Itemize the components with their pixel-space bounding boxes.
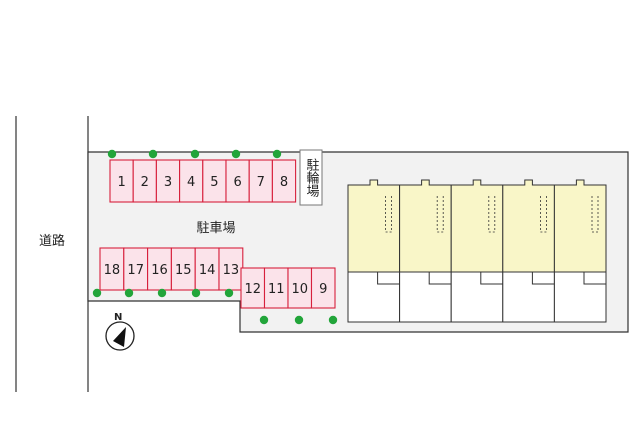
parking-space-number: 5 (210, 175, 218, 190)
tree (191, 288, 201, 298)
parking-row-bottom-right: 12 11 10 9 (240, 267, 336, 309)
parking-row-bottom-left: 18 17 16 15 14 13 (99, 247, 244, 291)
parking-space (271, 159, 297, 203)
tree (294, 315, 304, 325)
parking-space-number: 17 (127, 263, 144, 278)
unit-entrance (583, 271, 607, 285)
unit-interior-outline (436, 196, 444, 233)
unit-interior-outline (385, 196, 393, 233)
tree (190, 149, 200, 159)
tree (107, 149, 117, 159)
parking-space-number: 3 (164, 175, 172, 190)
parking-space-number: 14 (199, 263, 216, 278)
north-compass: N (105, 312, 135, 351)
compass-north-label: N (114, 312, 122, 323)
parking-space-number: 13 (223, 263, 240, 278)
parking-space-number: 11 (268, 282, 285, 297)
tree (92, 288, 102, 298)
unit-entrance (428, 271, 452, 285)
parking-space-number: 2 (141, 175, 149, 190)
tree (124, 288, 134, 298)
parking-lot-label: 駐車場 (196, 221, 235, 236)
unit-interior-outline (540, 196, 547, 233)
unit-interior-outline (591, 196, 599, 233)
parking-space-number: 15 (175, 263, 192, 278)
parking-space-number: 12 (244, 282, 261, 297)
trees (92, 149, 338, 325)
unit-entrance (480, 271, 504, 285)
parking-space-number: 6 (233, 175, 241, 190)
tree (148, 149, 158, 159)
unit-entrance (377, 271, 401, 285)
tree (231, 149, 241, 159)
parking-space-number: 18 (104, 263, 121, 278)
parking-space-number: 1 (117, 175, 125, 190)
unit-interior-outline (488, 196, 496, 233)
tree (328, 315, 338, 325)
tree (259, 315, 269, 325)
road-label: 道路 (39, 233, 65, 249)
apartment-building (347, 179, 607, 323)
tree (157, 288, 167, 298)
parking-space-number: 8 (280, 175, 288, 190)
tree (272, 149, 282, 159)
bicycle-parking-label: 駐輪場 (304, 158, 320, 197)
parking-space (310, 267, 336, 309)
parking-space-number: 7 (257, 175, 265, 190)
parking-space-number: 4 (187, 175, 195, 190)
parking-space-number: 16 (151, 263, 168, 278)
parking-space-number: 10 (291, 282, 308, 297)
bicycle-parking-area (299, 149, 323, 206)
parking-space-number: 9 (319, 282, 327, 297)
tree (224, 288, 234, 298)
compass-needle-icon (113, 327, 126, 347)
unit-entrance (531, 271, 555, 285)
